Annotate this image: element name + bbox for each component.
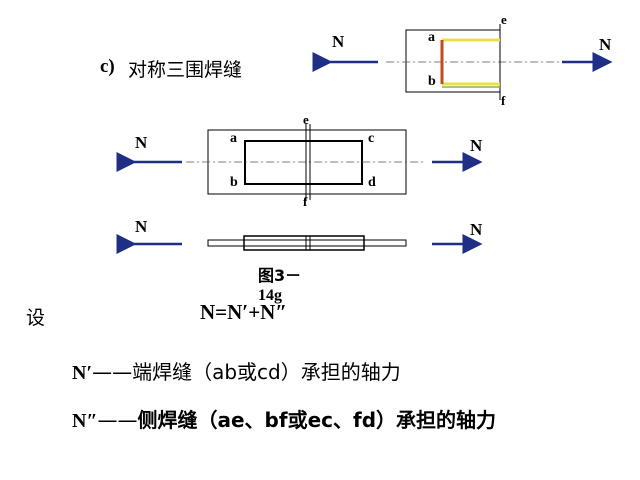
definition-symbol: N′ bbox=[72, 362, 93, 384]
definition-dash: —— bbox=[97, 408, 138, 432]
middle-weld-loop bbox=[244, 140, 363, 185]
middle-label-b: b bbox=[230, 175, 238, 190]
definition-side-weld: N″——侧焊缝（ae、bf或ec、fd）承担的轴力 bbox=[72, 404, 496, 433]
definition-dash: —— bbox=[92, 360, 133, 384]
middle-label-f: f bbox=[303, 194, 308, 209]
bottom-force-right: N bbox=[470, 220, 483, 239]
figure-caption-line1: 图3－ bbox=[258, 266, 302, 285]
bottom-main-plate bbox=[207, 239, 407, 247]
bottom-force-left: N bbox=[135, 217, 148, 236]
equation-let: 设 bbox=[26, 307, 46, 329]
middle-label-c: c bbox=[368, 131, 375, 146]
middle-force-left: N bbox=[135, 133, 148, 152]
bottom-cover-plate bbox=[243, 235, 365, 251]
middle-label-e: e bbox=[303, 112, 309, 127]
top-force-left: N bbox=[332, 32, 345, 51]
heading-title: 对称三围焊缝 bbox=[128, 59, 243, 81]
definition-text: 端焊缝（ab或cd）承担的轴力 bbox=[132, 360, 401, 384]
top-force-right: N bbox=[599, 35, 612, 54]
definition-end-weld: N′——端焊缝（ab或cd）承担的轴力 bbox=[72, 356, 401, 385]
middle-label-a: a bbox=[230, 131, 237, 146]
middle-force-right: N bbox=[470, 136, 483, 155]
middle-label-d: d bbox=[368, 175, 376, 190]
figure-caption-line2: 14g bbox=[258, 287, 282, 304]
top-label-b: b bbox=[428, 74, 436, 89]
top-label-f: f bbox=[501, 93, 506, 108]
definition-symbol: N″ bbox=[72, 410, 98, 432]
equation-formula: N=N′+N″ bbox=[200, 300, 287, 324]
heading-prefix: c) bbox=[100, 56, 115, 77]
top-label-a: a bbox=[428, 30, 435, 45]
definition-text: 侧焊缝（ae、bf或ec、fd）承担的轴力 bbox=[137, 408, 497, 432]
top-label-e: e bbox=[501, 12, 507, 27]
